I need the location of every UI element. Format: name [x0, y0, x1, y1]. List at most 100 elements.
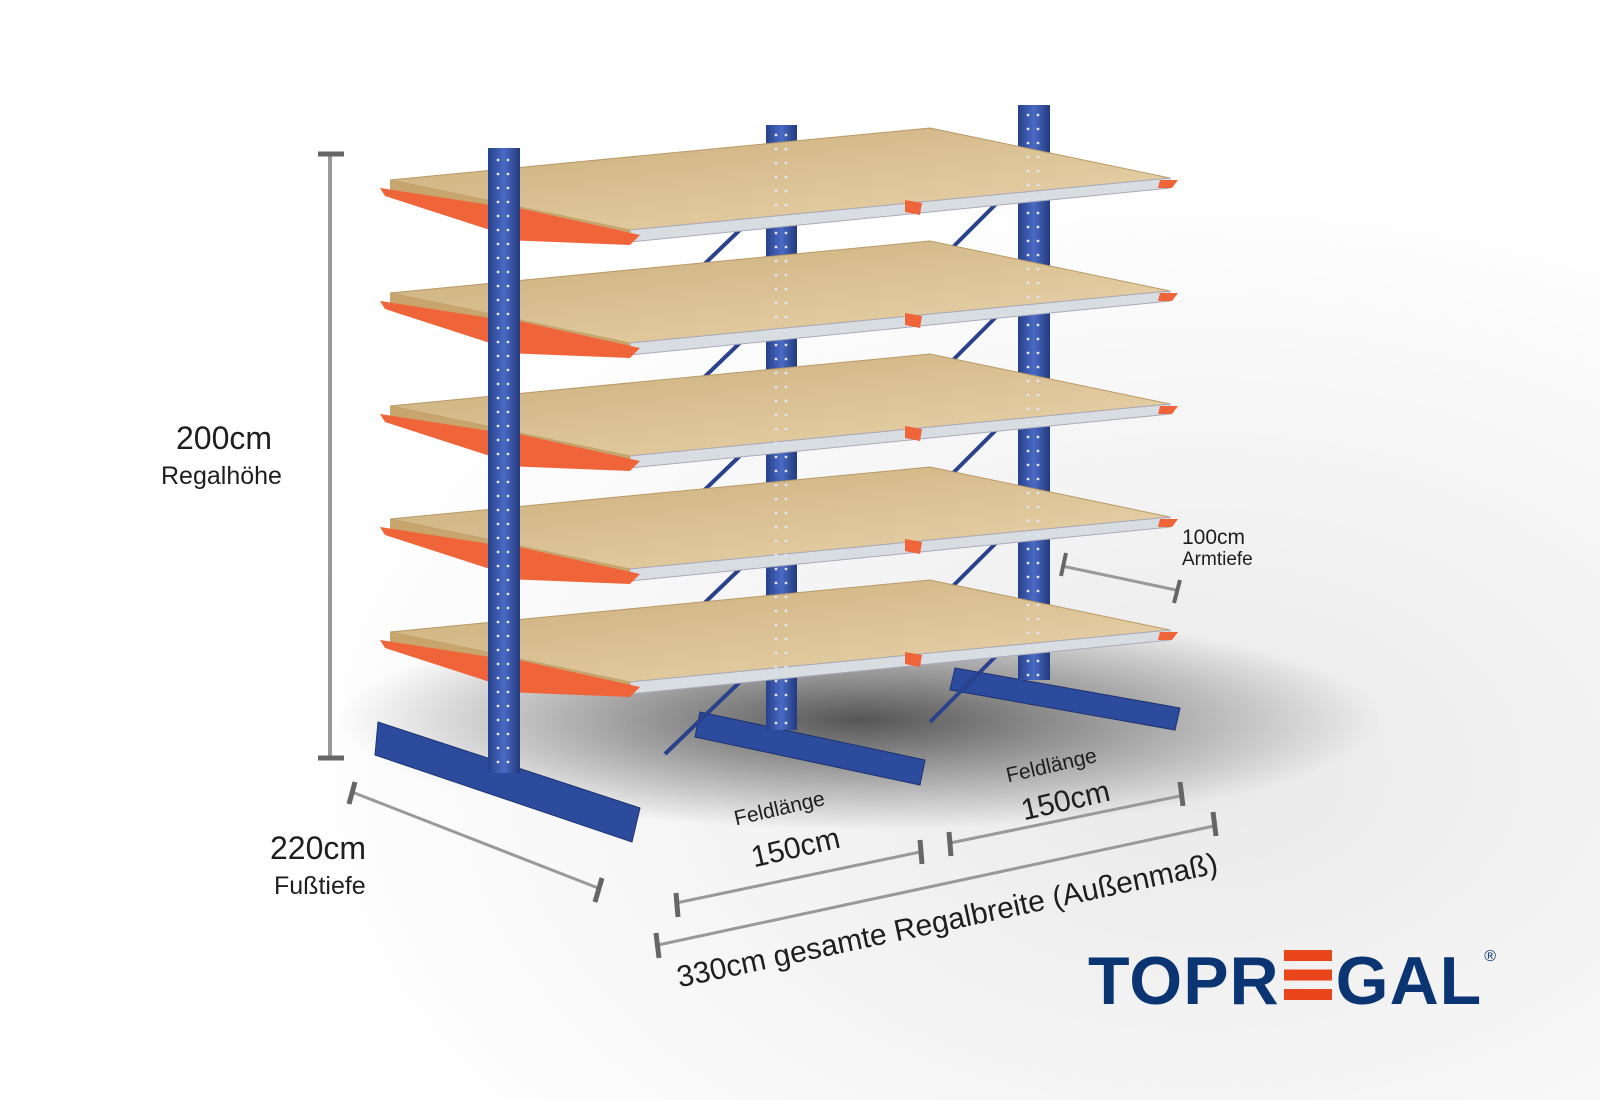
upright-hole	[496, 676, 500, 680]
upright-hole	[496, 760, 500, 764]
upright-hole	[506, 172, 510, 176]
upright-hole	[774, 623, 778, 627]
upright-hole	[1026, 589, 1030, 593]
upright-hole	[496, 256, 500, 260]
upright-hole	[506, 326, 510, 330]
upright-hole	[784, 217, 788, 221]
upright-hole	[1036, 547, 1040, 551]
upright-hole	[1026, 141, 1030, 145]
upright-hole	[506, 270, 510, 274]
upright-hole	[496, 578, 500, 582]
upright-hole	[784, 175, 788, 179]
cantilever-arm-front	[505, 657, 640, 697]
upright-hole	[1036, 589, 1040, 593]
upright-hole	[1026, 407, 1030, 411]
upright-hole	[506, 704, 510, 708]
upright-hole	[1026, 463, 1030, 467]
upright-hole	[1026, 113, 1030, 117]
upright-hole	[784, 441, 788, 445]
upright-hole	[496, 522, 500, 526]
upright-hole	[1026, 631, 1030, 635]
upright-hole	[506, 662, 510, 666]
upright-hole	[784, 315, 788, 319]
upright-hole	[506, 186, 510, 190]
upright-hole	[1026, 211, 1030, 215]
upright-hole	[1026, 645, 1030, 649]
upright-hole	[774, 679, 778, 683]
upright-hole	[784, 553, 788, 557]
upright-hole	[1026, 127, 1030, 131]
upright-hole	[774, 651, 778, 655]
upright-hole	[774, 595, 778, 599]
upright-hole	[774, 147, 778, 151]
upright-hole	[1036, 253, 1040, 257]
upright-hole	[1036, 505, 1040, 509]
upright-hole	[506, 522, 510, 526]
upright-hole	[774, 273, 778, 277]
arm-end-stop	[1158, 293, 1178, 301]
upright-hole	[1036, 197, 1040, 201]
upright-hole	[496, 354, 500, 358]
arm-end-stop	[1158, 632, 1178, 640]
upright-hole	[496, 494, 500, 498]
upright-hole	[774, 245, 778, 249]
upright-hole	[1026, 169, 1030, 173]
upright-hole	[774, 525, 778, 529]
height-caption: Regalhöhe	[161, 462, 282, 490]
upright-hole	[784, 385, 788, 389]
upright-hole	[784, 595, 788, 599]
upright-hole	[774, 371, 778, 375]
upright-hole	[774, 707, 778, 711]
arm-end-stop	[1158, 519, 1178, 527]
upright-hole	[784, 483, 788, 487]
upright-hole	[496, 396, 500, 400]
upright-hole	[506, 606, 510, 610]
upright-hole	[1036, 575, 1040, 579]
upright-hole	[1036, 645, 1040, 649]
upright-hole	[1036, 155, 1040, 159]
upright-hole	[506, 578, 510, 582]
logo-registered-mark: ®	[1484, 948, 1498, 965]
logo-text-right: GAL	[1335, 943, 1483, 1019]
upright-hole	[774, 189, 778, 193]
upright-hole	[784, 665, 788, 669]
upright-hole	[1026, 183, 1030, 187]
upright-hole	[506, 732, 510, 736]
upright-hole	[774, 497, 778, 501]
upright-hole	[774, 567, 778, 571]
upright-hole	[1036, 659, 1040, 663]
upright-hole	[496, 662, 500, 666]
upright-hole	[1026, 575, 1030, 579]
upright-hole	[784, 273, 788, 277]
upright-hole	[784, 399, 788, 403]
upright-hole	[506, 368, 510, 372]
upright-hole	[1036, 407, 1040, 411]
upright-hole	[774, 553, 778, 557]
upright-hole	[774, 175, 778, 179]
upright-hole	[784, 679, 788, 683]
upright-hole	[784, 343, 788, 347]
upright-hole	[496, 536, 500, 540]
upright-hole	[1026, 253, 1030, 257]
upright-hole	[784, 147, 788, 151]
upright-hole	[774, 301, 778, 305]
upright-hole	[784, 161, 788, 165]
upright-hole	[496, 186, 500, 190]
upright-hole	[784, 511, 788, 515]
arm-depth-value: 100cm	[1182, 526, 1246, 549]
upright-hole	[1036, 477, 1040, 481]
upright-hole	[506, 410, 510, 414]
upright-hole	[1026, 477, 1030, 481]
upright-hole	[496, 340, 500, 344]
upright-hole	[496, 158, 500, 162]
upright-hole	[1036, 225, 1040, 229]
upright-hole	[506, 536, 510, 540]
upright-hole	[784, 539, 788, 543]
upright-hole	[496, 368, 500, 372]
upright-hole	[774, 399, 778, 403]
upright-hole	[1026, 617, 1030, 621]
cantilever-arm-front	[505, 431, 640, 471]
upright-hole	[784, 707, 788, 711]
upright-hole	[506, 284, 510, 288]
upright-hole	[784, 287, 788, 291]
